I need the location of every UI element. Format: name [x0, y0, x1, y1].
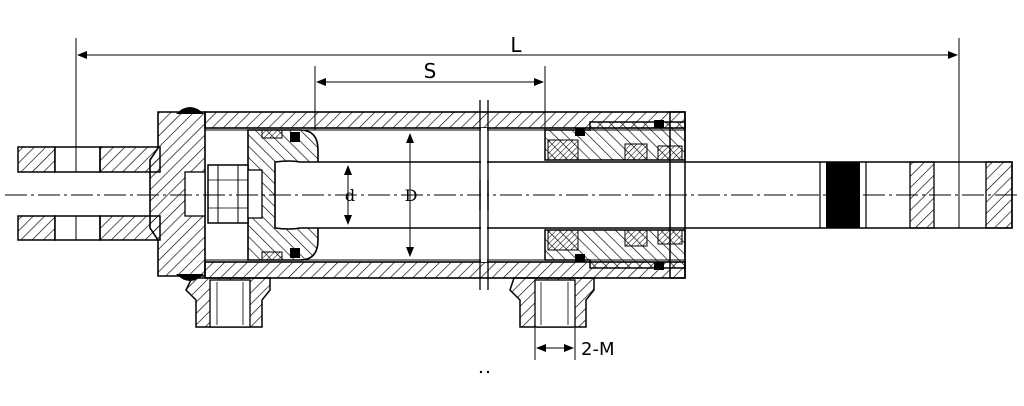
- break-line: [479, 100, 490, 374]
- dimension-bore-diameter: D: [405, 133, 418, 257]
- dimension-overall-length: L: [75, 33, 960, 168]
- label-rod-diameter: d: [345, 186, 355, 205]
- label-bore-diameter: D: [405, 186, 418, 205]
- label-ports: 2-M: [581, 339, 614, 360]
- dimension-rod-diameter: d: [344, 165, 355, 225]
- rear-end-cap: [149, 107, 206, 281]
- port-front: [509, 277, 595, 328]
- label-stroke: S: [424, 59, 437, 83]
- label-overall-length: L: [510, 33, 522, 57]
- rear-clevis: [17, 146, 161, 241]
- dimension-stroke: S: [314, 59, 546, 130]
- port-rear: [185, 277, 271, 328]
- dimension-ports: 2-M: [534, 328, 614, 360]
- front-gland: [544, 111, 686, 279]
